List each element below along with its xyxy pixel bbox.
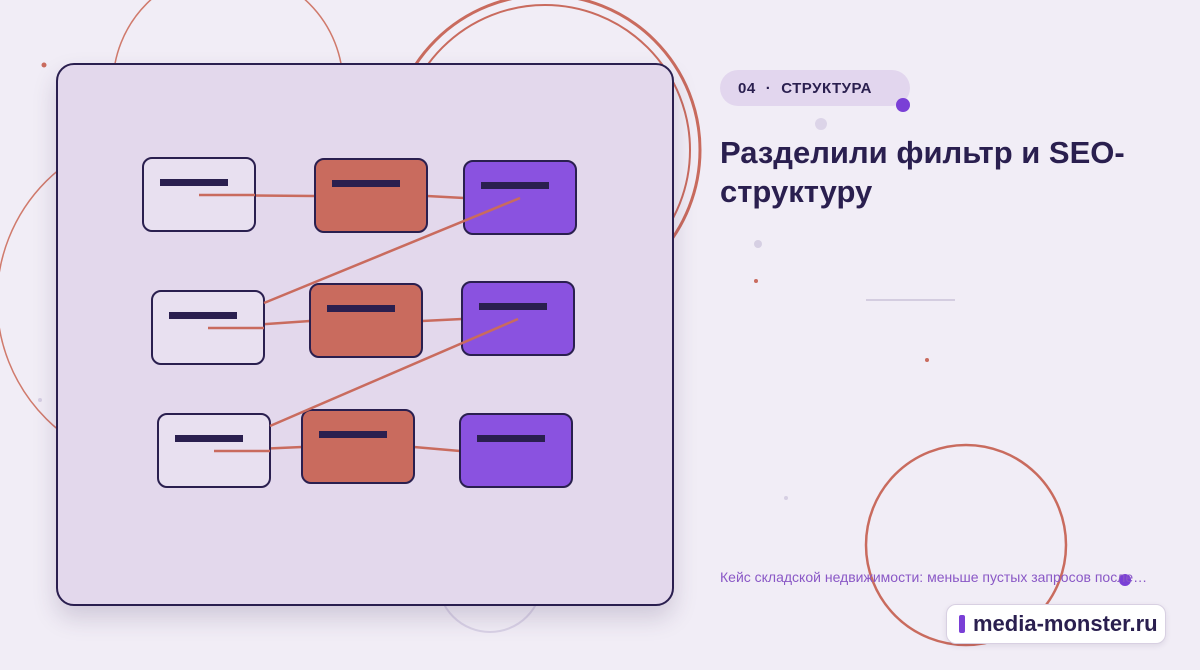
section-label: СТРУКТУРА [781, 79, 872, 97]
case-description: Кейс складской недвижимости: меньше пуст… [720, 569, 1148, 585]
page-box [463, 160, 577, 235]
box-label-bar [160, 179, 228, 186]
deco-ring [864, 443, 1068, 647]
box-label-bar [319, 431, 387, 438]
deco-dot [754, 279, 758, 283]
deco-dot [754, 240, 762, 248]
box-label-bar [169, 312, 237, 319]
deco-dot [1119, 574, 1131, 586]
brand-name: media-monster.ru [973, 611, 1158, 636]
tag-dot [896, 98, 910, 112]
seo-box [301, 409, 415, 484]
seo-box [309, 283, 423, 358]
section-separator: · [765, 79, 772, 97]
brand-badge[interactable]: media-monster.ru [946, 604, 1166, 644]
section-number: 04 [738, 79, 756, 97]
diagram-panel [56, 63, 674, 606]
box-label-bar [332, 180, 400, 187]
box-label-bar [479, 303, 547, 310]
seo-box [314, 158, 428, 233]
brand-mark-icon [959, 615, 965, 633]
connector-line [263, 196, 521, 305]
page-box [459, 413, 573, 488]
section-tag: 04 · СТРУКТУРА [720, 70, 910, 106]
deco-dot [925, 358, 929, 362]
box-label-bar [477, 435, 545, 442]
connector-line [426, 194, 465, 200]
structure-diagram [142, 157, 577, 488]
box-label-bar [175, 435, 243, 442]
connector-line [413, 445, 461, 453]
page-box [461, 281, 575, 356]
connector-line [421, 317, 463, 323]
deco-dot [38, 398, 42, 402]
connector-line [269, 317, 519, 428]
page-title: Разделили фильтр и SEO-структуру [720, 135, 1125, 209]
box-label-bar [481, 182, 549, 189]
box-label-bar [327, 305, 395, 312]
deco-dot [815, 118, 827, 130]
deco-dot [784, 496, 788, 500]
deco-dot [41, 62, 47, 68]
